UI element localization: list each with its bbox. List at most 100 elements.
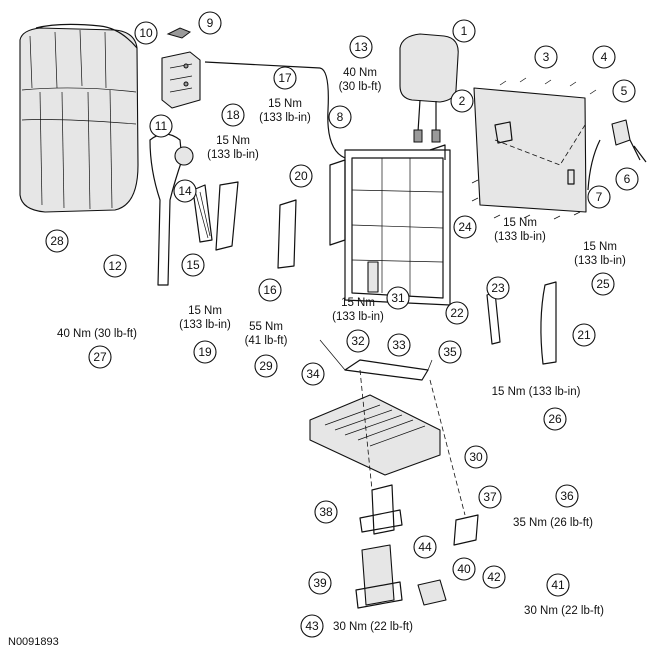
callout-23: 23 <box>486 276 510 300</box>
svg-text:5: 5 <box>621 84 628 98</box>
callout-6: 6 <box>615 167 639 191</box>
svg-text:31: 31 <box>391 291 405 305</box>
svg-text:2: 2 <box>459 94 466 108</box>
callout-34: 34 <box>301 362 325 386</box>
svg-text:15: 15 <box>186 258 200 272</box>
svg-text:20: 20 <box>294 169 308 183</box>
torque-25-line2: (133 lb-in) <box>574 255 626 267</box>
svg-text:6: 6 <box>624 172 631 186</box>
svg-text:19: 19 <box>198 345 212 359</box>
svg-text:42: 42 <box>487 570 501 584</box>
torque-26: 15 Nm (133 lb-in) <box>492 386 581 398</box>
svg-text:14: 14 <box>178 184 192 198</box>
svg-text:13: 13 <box>354 40 368 54</box>
callout-37: 37 <box>478 485 502 509</box>
svg-text:10: 10 <box>139 26 153 40</box>
svg-text:25: 25 <box>596 277 610 291</box>
torque-17-line1: 15 Nm <box>268 98 302 110</box>
torque-24-line2: (133 lb-in) <box>494 231 546 243</box>
callout-7: 7 <box>587 185 611 209</box>
torque-19-line2: (133 lb-in) <box>179 319 231 331</box>
torque-13-line1: 40 Nm <box>343 67 377 79</box>
svg-text:1: 1 <box>461 24 468 38</box>
callout-17: 17 <box>273 66 297 90</box>
rear-panel <box>471 77 597 220</box>
svg-text:11: 11 <box>155 119 168 133</box>
torque-36: 35 Nm (26 lb-ft) <box>513 517 593 529</box>
svg-text:32: 32 <box>351 334 365 348</box>
callout-13: 13 <box>349 35 373 59</box>
torque-19-line1: 15 Nm <box>188 305 222 317</box>
svg-text:37: 37 <box>483 490 497 504</box>
callout-15: 15 <box>181 253 205 277</box>
svg-text:23: 23 <box>491 281 505 295</box>
svg-text:39: 39 <box>313 576 327 590</box>
callout-14: 14 <box>173 179 197 203</box>
callout-2: 2 <box>450 89 474 113</box>
torque-41: 30 Nm (22 lb-ft) <box>524 605 604 617</box>
svg-text:36: 36 <box>560 489 574 503</box>
callout-10: 10 <box>134 21 158 45</box>
callout-41: 41 <box>546 573 570 597</box>
torque-29-line2: (41 lb-ft) <box>245 335 288 347</box>
seat-back-cover <box>19 23 139 213</box>
svg-text:33: 33 <box>392 338 406 352</box>
callout-21: 21 <box>572 323 596 347</box>
svg-text:9: 9 <box>207 16 214 30</box>
callout-44: 44 <box>413 535 437 559</box>
torque-43: 30 Nm (22 lb-ft) <box>333 621 413 633</box>
callout-29: 29 <box>254 354 278 378</box>
callout-4: 4 <box>592 45 616 69</box>
callout-18: 18 <box>221 103 245 127</box>
torque-27: 40 Nm (30 lb-ft) <box>57 328 137 340</box>
callout-43: 43 <box>300 614 324 638</box>
callout-1: 1 <box>452 19 476 43</box>
callout-27: 27 <box>88 345 112 369</box>
torque-24-line1: 15 Nm <box>503 217 537 229</box>
svg-text:38: 38 <box>319 505 333 519</box>
callout-30: 30 <box>464 445 488 469</box>
torque-18-line2: (133 lb-in) <box>207 149 259 161</box>
svg-text:18: 18 <box>226 108 240 122</box>
callout-8: 8 <box>328 105 352 129</box>
svg-text:30: 30 <box>469 450 483 464</box>
svg-text:12: 12 <box>108 259 122 273</box>
svg-text:40: 40 <box>457 562 471 576</box>
callout-16: 16 <box>258 278 282 302</box>
callout-24: 24 <box>453 215 477 239</box>
svg-text:41: 41 <box>551 578 565 592</box>
callout-3: 3 <box>534 45 558 69</box>
figure-reference: N0091893 <box>8 636 59 648</box>
callout-39: 39 <box>308 571 332 595</box>
headrest-guide-bracket <box>161 27 201 109</box>
head-restraint <box>399 33 459 143</box>
svg-text:28: 28 <box>50 234 64 248</box>
callout-20: 20 <box>289 164 313 188</box>
svg-text:27: 27 <box>93 350 107 364</box>
torque-29-line1: 55 Nm <box>249 321 283 333</box>
callout-33: 33 <box>387 333 411 357</box>
svg-text:16: 16 <box>263 283 277 297</box>
callout-25: 25 <box>591 272 615 296</box>
svg-text:8: 8 <box>337 110 344 124</box>
torque-25-line1: 15 Nm <box>583 241 617 253</box>
callout-42: 42 <box>482 565 506 589</box>
svg-text:17: 17 <box>278 71 292 85</box>
callout-38: 38 <box>314 500 338 524</box>
svg-text:4: 4 <box>601 50 608 64</box>
svg-text:35: 35 <box>443 345 457 359</box>
svg-text:22: 22 <box>450 306 464 320</box>
callout-5: 5 <box>612 79 636 103</box>
svg-text:24: 24 <box>458 220 472 234</box>
seat-back-frame <box>204 61 451 306</box>
callout-19: 19 <box>193 340 217 364</box>
callout-31: 31 <box>386 286 410 310</box>
callout-35: 35 <box>438 340 462 364</box>
svg-text:34: 34 <box>306 367 320 381</box>
callout-11: 11 <box>149 114 173 138</box>
svg-text:21: 21 <box>577 328 591 342</box>
torque-13-line2: (30 lb-ft) <box>339 81 382 93</box>
lower-hinges <box>355 369 479 609</box>
svg-text:7: 7 <box>596 190 603 204</box>
